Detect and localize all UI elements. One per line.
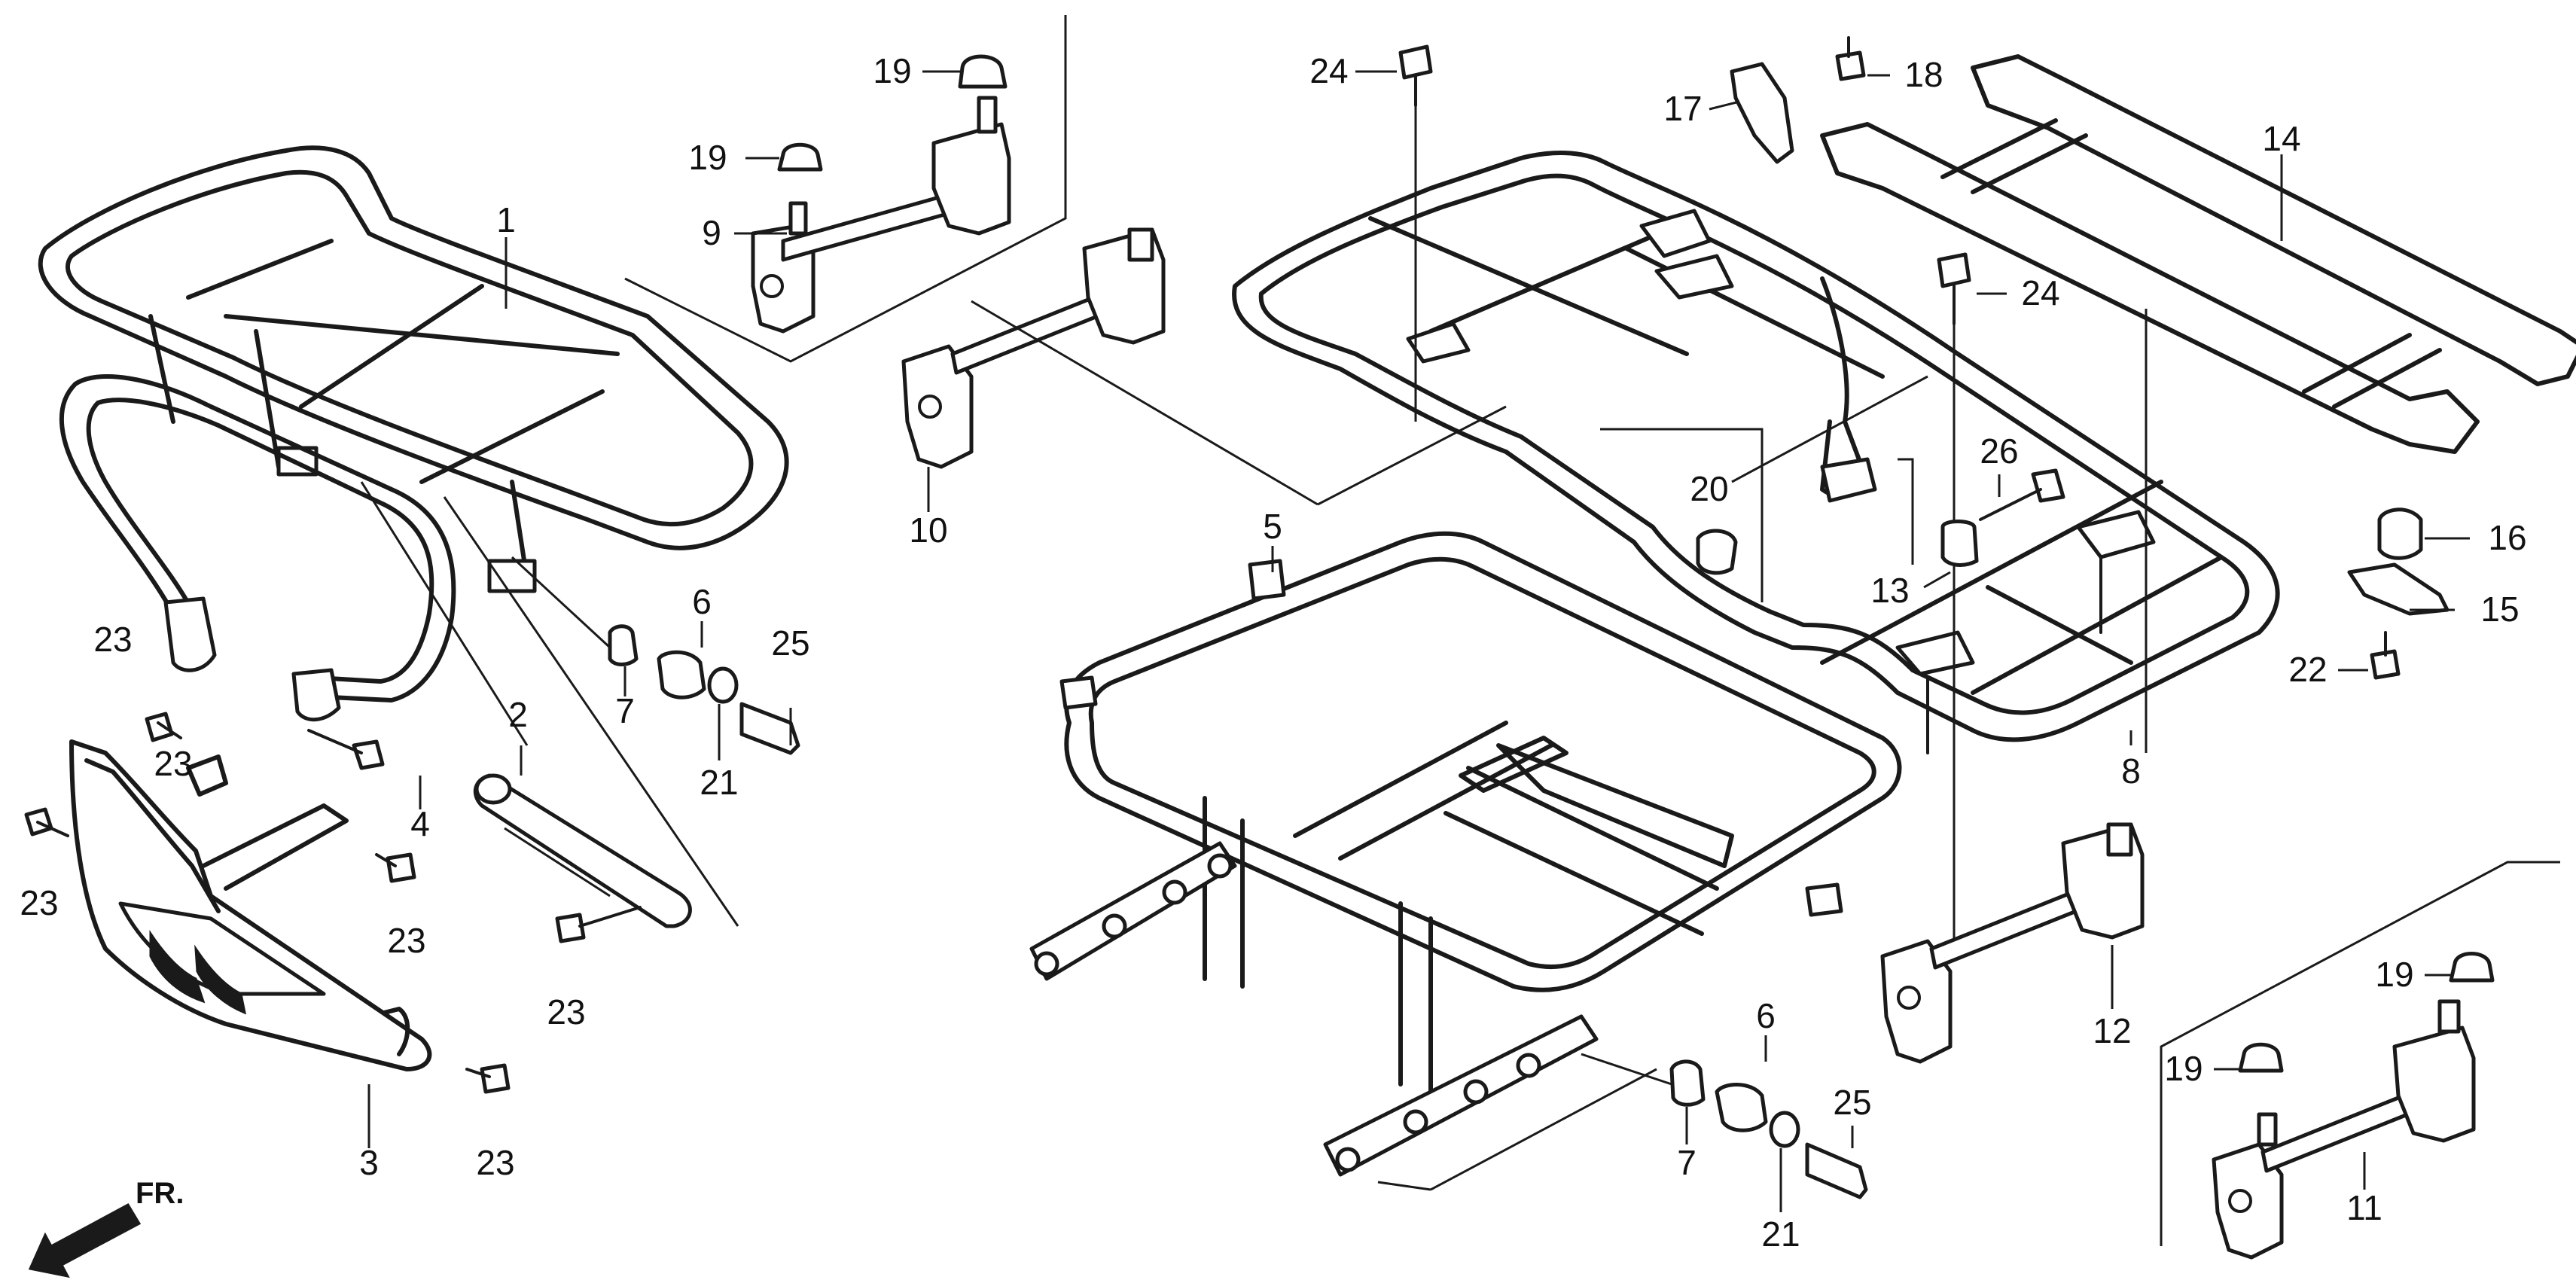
rear-carrier-rack: [1232, 151, 2280, 754]
cap-nut-19d: [2238, 1042, 2284, 1073]
clip-15: [2347, 562, 2449, 616]
bolt-26: [1979, 468, 2065, 521]
callout-19b: 19: [688, 138, 727, 177]
callout-7-upper: 7: [615, 691, 635, 730]
cap-nut-19c: [2449, 952, 2495, 983]
cap-16: [2377, 507, 2423, 560]
bushing-set-upper: [511, 556, 800, 755]
bolt-18: [1835, 36, 1866, 81]
upper-bracket-inset: [624, 15, 1067, 363]
callout-12: 12: [2093, 1011, 2131, 1050]
callout-21-upper: 21: [700, 763, 738, 802]
callout-23d: 23: [547, 992, 585, 1032]
callout-18: 18: [1904, 55, 1943, 94]
callout-1: 1: [496, 200, 516, 239]
lower-right-inset: [2160, 861, 2560, 1260]
rear-rack-stay: [1820, 54, 2576, 454]
callout-leaders: [367, 70, 2470, 1212]
callout-labels: 1 2 3 4 5 6 6 7 7 8 9 10 11 12 13 14 15 …: [20, 51, 2526, 1254]
front-guard-bar: [59, 374, 456, 722]
callout-19a: 19: [873, 51, 911, 90]
callout-15: 15: [2480, 590, 2519, 629]
bolt-23d: [555, 906, 642, 943]
callout-4: 4: [410, 804, 430, 843]
center-bracket: [901, 227, 1507, 506]
screw-22: [2370, 631, 2401, 680]
callout-6-upper: 6: [692, 582, 712, 621]
callout-3: 3: [359, 1143, 379, 1182]
callout-16: 16: [2488, 518, 2526, 557]
callout-24b: 24: [2021, 273, 2059, 312]
callout-25-upper: 25: [771, 623, 809, 663]
bolt-23a: [145, 712, 182, 742]
front-carrier-rack: [38, 145, 789, 593]
callout-7-lower: 7: [1677, 1143, 1697, 1182]
skid-plate: [69, 739, 432, 1071]
spacer-13: [1940, 520, 1979, 567]
callout-22: 22: [2288, 650, 2327, 689]
callout-2: 2: [508, 695, 528, 734]
collar: [360, 481, 739, 928]
cap-nut-19b: [777, 142, 823, 172]
callout-23e: 23: [476, 1143, 514, 1182]
front-direction-label: FR.: [136, 1177, 184, 1210]
callout-23a: 23: [93, 620, 132, 659]
callout-19d: 19: [2164, 1049, 2203, 1088]
bracket-17: [1730, 62, 1794, 164]
bolt-23b: [24, 807, 69, 837]
lower-right-bracket: [1880, 822, 2145, 1064]
cap-nut-19a: [958, 54, 1008, 89]
callout-10: 10: [909, 510, 947, 550]
grommet-20: [1696, 529, 1738, 575]
callout-14: 14: [2262, 119, 2300, 158]
callout-23b: 23: [20, 883, 58, 922]
callout-24a: 24: [1309, 51, 1348, 90]
callout-17: 17: [1663, 89, 1702, 128]
bolt-24a: [1398, 44, 1433, 422]
callout-6-lower: 6: [1756, 996, 1776, 1035]
bolt-23c: [375, 852, 416, 883]
callout-23c: 23: [387, 921, 425, 960]
callout-8: 8: [2121, 751, 2141, 791]
storage-box-frame: [1029, 531, 1902, 1191]
callout-13: 13: [1870, 571, 1909, 610]
bolt-4: [307, 729, 385, 770]
callout-20: 20: [1690, 469, 1728, 508]
callout-5: 5: [1263, 507, 1282, 546]
bolt-23e: [465, 1063, 511, 1094]
callout-19c: 19: [2375, 955, 2413, 994]
callout-11: 11: [2346, 1188, 2382, 1227]
callout-26: 26: [1980, 431, 2018, 471]
callout-21-lower: 21: [1761, 1214, 1800, 1254]
callout-25-lower: 25: [1833, 1083, 1871, 1122]
bolt-24b: [1937, 252, 1971, 941]
front-direction-arrow-icon: [28, 1202, 142, 1278]
bushing-set-lower: [1581, 1053, 1868, 1199]
callout-9: 9: [702, 213, 721, 252]
callout-23f: 23: [154, 744, 192, 783]
